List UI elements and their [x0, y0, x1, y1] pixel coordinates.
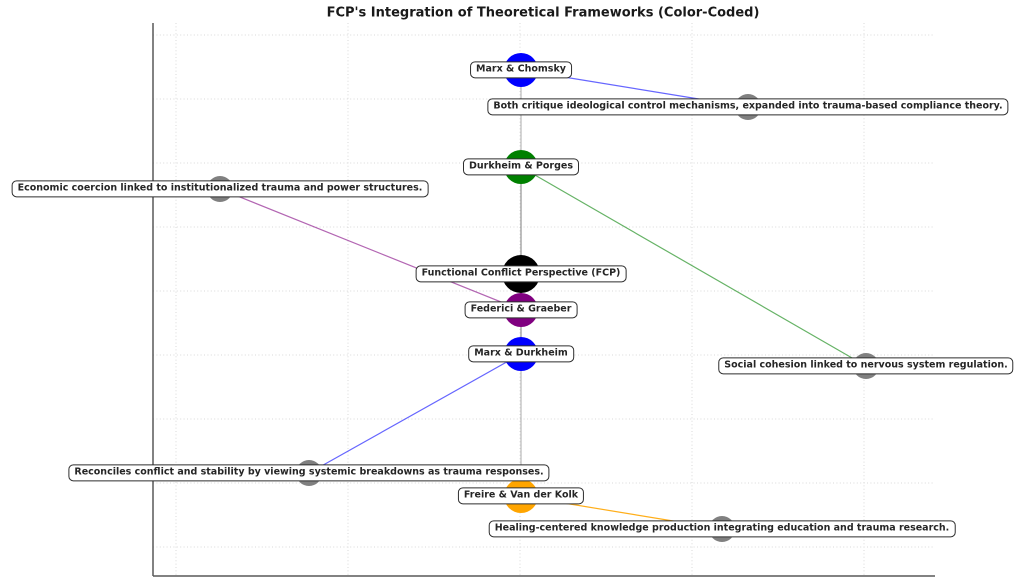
edge-durkheim-porges--desc-durkheim-porges [520, 166, 867, 367]
edge-federici-graeber--desc-federici-graeber [219, 188, 522, 311]
node-label-marx-chomsky: Marx & Chomsky [470, 61, 572, 79]
annotation-label-freire-van-der-kolk: Healing-centered knowledge production in… [488, 520, 956, 538]
node-label-federici-graeber: Federici & Graeber [464, 301, 578, 319]
node-label-fcp: Functional Conflict Perspective (FCP) [415, 265, 627, 283]
annotation-label-marx-durkheim: Reconciles conflict and stability by vie… [68, 464, 550, 482]
chart-title: FCP's Integration of Theoretical Framewo… [326, 5, 760, 21]
annotation-label-durkheim-porges: Social cohesion linked to nervous system… [718, 357, 1014, 375]
node-label-freire-van-der-kolk: Freire & Van der Kolk [457, 487, 585, 505]
annotation-label-marx-chomsky: Both critique ideological control mechan… [487, 98, 1009, 116]
node-label-marx-durkheim: Marx & Durkheim [468, 345, 574, 363]
edge-marx-durkheim--desc-marx-durkheim [308, 353, 522, 474]
node-label-durkheim-porges: Durkheim & Porges [463, 158, 579, 176]
annotation-label-federici-graeber: Economic coercion linked to institutiona… [11, 180, 429, 198]
